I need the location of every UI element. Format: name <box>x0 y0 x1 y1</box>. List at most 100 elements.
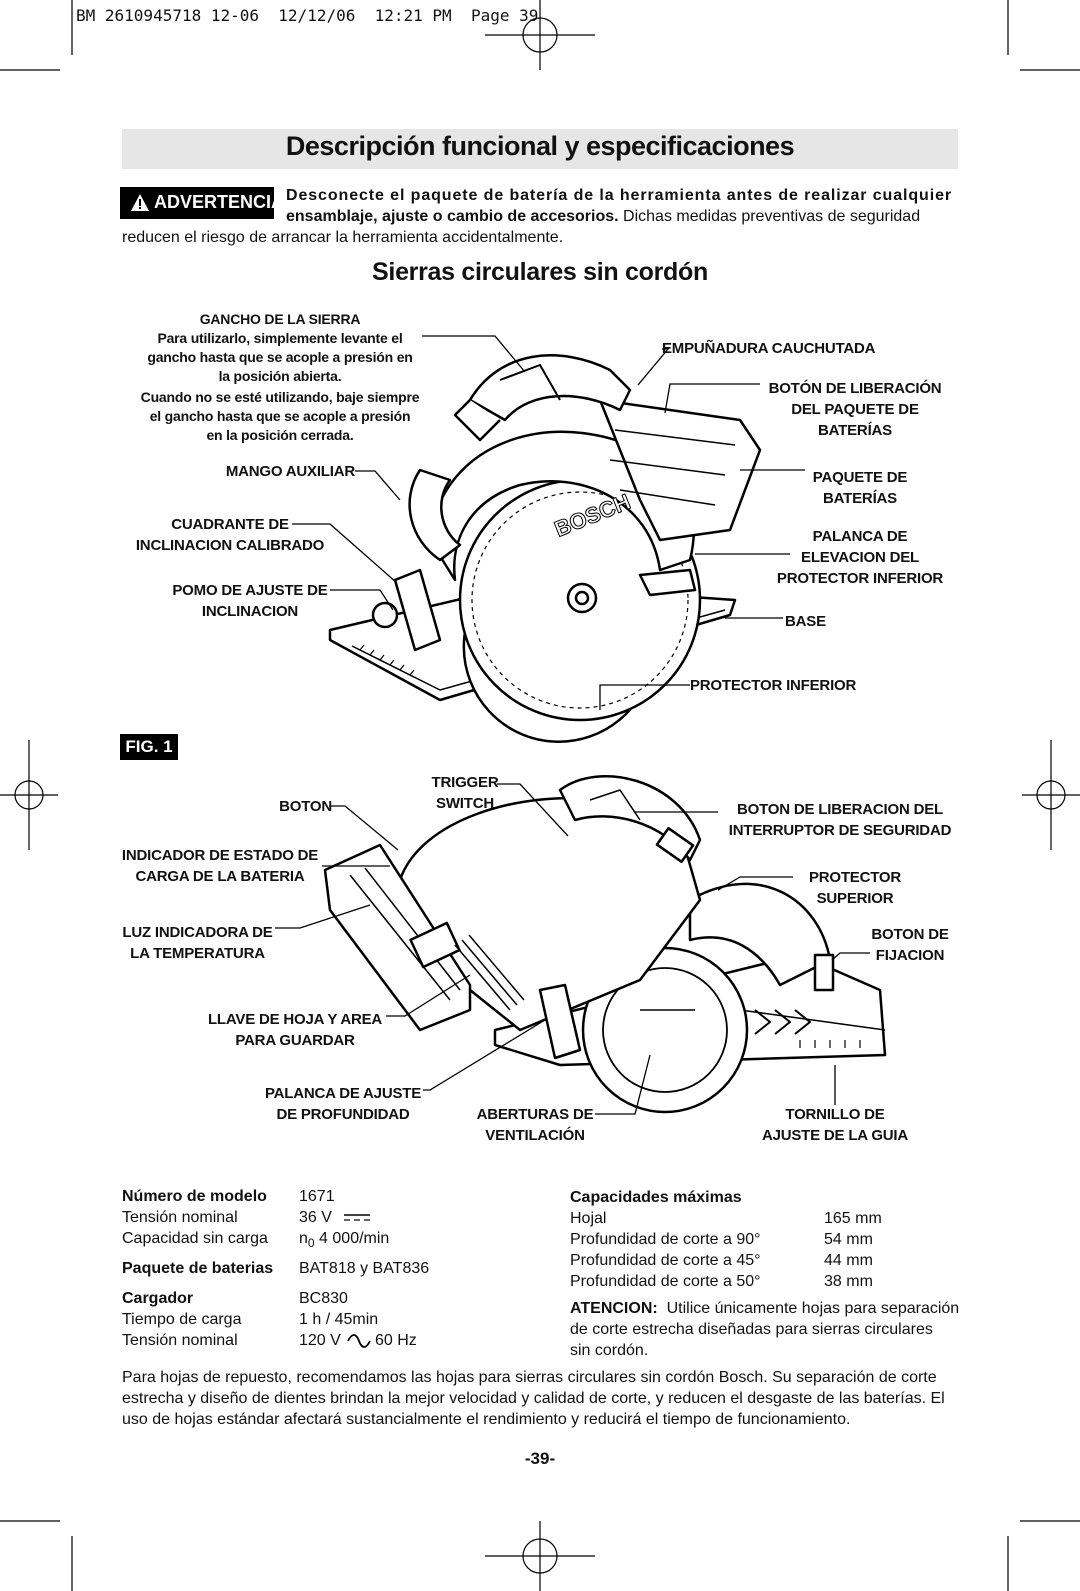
spec-value: 1 h / 45min <box>299 1311 379 1328</box>
footer-line-2: estrecha y diseño de dientes brindan la … <box>122 1390 945 1407</box>
label-boton: BOTON <box>279 798 332 815</box>
warning-line-1: Desconecte el paquete de batería de la h… <box>286 187 952 204</box>
label-aberturas-line: ABERTURAS DE <box>476 1106 594 1123</box>
capacity-value: 38 mm <box>824 1273 873 1290</box>
registration-mark-top <box>485 0 595 70</box>
label-gancho-line: gancho hasta que se acople a presión en <box>147 349 413 365</box>
capacity-label: Profundidad de corte a 50° <box>570 1273 761 1290</box>
label-aberturas: ABERTURAS DE VENTILACIÓN <box>470 1104 600 1146</box>
atencion-label: ATENCION: <box>570 1300 658 1317</box>
registration-mark-bottom <box>485 1521 595 1591</box>
label-palanca-prof-line: DE PROFUNDIDAD <box>276 1106 410 1123</box>
capacity-value: 54 mm <box>824 1231 873 1248</box>
label-boton-lib-int-line: BOTON DE LIBERACION DEL <box>737 801 943 818</box>
label-boton-fijacion: BOTON DE FIJACION <box>865 924 955 966</box>
label-palanca-line: ELEVACION DEL <box>801 549 919 566</box>
footer-line-3: uso de hojas estándar afectará sustancia… <box>122 1411 851 1428</box>
label-llave: LLAVE DE HOJA Y AREA PARA GUARDAR <box>200 1009 390 1051</box>
warning-line-3: reducen el riesgo de arrancar la herrami… <box>122 229 564 246</box>
page-number: -39- <box>524 1449 556 1468</box>
spec-value: 120 V <box>299 1332 341 1349</box>
spec-value: 4 000/min <box>319 1230 390 1247</box>
spec-label: Tensión nominal <box>122 1209 238 1226</box>
saw-illustration-bottom <box>323 775 887 1114</box>
label-boton-liberacion-line: DEL PAQUETE DE <box>791 401 919 418</box>
label-indicador-line: CARGA DE LA BATERIA <box>135 868 305 885</box>
label-gancho-line: el gancho hasta que se acople a presión <box>149 408 411 424</box>
section-title-bar <box>122 129 958 169</box>
label-protector-superior: PROTECTOR SUPERIOR <box>795 867 915 909</box>
capacity-label: Profundidad de corte a 45° <box>570 1252 761 1269</box>
label-boton-liberacion: BOTÓN DE LIBERACIÓN DEL PAQUETE DE BATER… <box>755 378 955 441</box>
label-llave-line: LLAVE DE HOJA Y AREA <box>207 1011 383 1028</box>
subtitle: Sierras circulares sin cordón <box>372 258 708 286</box>
spec-value: 1671 <box>299 1188 335 1205</box>
label-llave-line: PARA GUARDAR <box>235 1032 355 1049</box>
label-boton-liberacion-line: BATERÍAS <box>818 422 892 439</box>
label-pomo-line: POMO DE AJUSTE DE <box>172 582 328 599</box>
label-pomo-line: INCLINACION <box>201 603 299 620</box>
atencion-line-3: sin cordón. <box>570 1342 649 1359</box>
saw-illustration-top: BOSCH <box>328 354 762 743</box>
label-palanca-prof-line: PALANCA DE AJUSTE <box>264 1085 422 1102</box>
label-protector-sup-line: PROTECTOR <box>808 869 902 886</box>
spec-value-speed: n0 4 000/min <box>299 1228 389 1254</box>
capacity-label: Hojal <box>570 1210 607 1227</box>
label-gancho: GANCHO DE LA SIERRA Para utilizarlo, sim… <box>130 310 430 445</box>
capacidades-title: Capacidades máximas <box>570 1189 742 1206</box>
label-tornillo-line: TORNILLO DE <box>785 1106 885 1123</box>
capacity-label: Profundidad de corte a 90° <box>570 1231 761 1248</box>
print-header: BM 2610945718 12-06 12/12/06 12:21 PM Pa… <box>76 6 539 25</box>
label-gancho-line: Cuando no se esté utilizando, baje siemp… <box>140 389 420 405</box>
label-tornillo: TORNILLO DE AJUSTE DE LA GUIA <box>750 1104 920 1146</box>
label-luz-line: LUZ INDICADORA DE <box>122 924 273 941</box>
label-pomo: POMO DE AJUSTE DE INCLINACION <box>160 580 340 622</box>
dc-symbol-icon <box>344 1214 370 1221</box>
warning-line-2-rest: Dichas medidas preventivas de seguridad <box>618 208 921 225</box>
label-indicador: INDICADOR DE ESTADO DE CARGA DE LA BATER… <box>110 845 330 887</box>
label-aberturas-line: VENTILACIÓN <box>485 1127 585 1144</box>
label-cuadrante-line: CUADRANTE DE <box>171 516 289 533</box>
spec-label: Paquete de baterias <box>122 1260 274 1277</box>
warning-badge-label: ADVERTENCIA <box>154 192 285 212</box>
label-mango-auxiliar: MANGO AUXILIAR <box>225 463 355 480</box>
label-trigger: TRIGGER SWITCH <box>420 772 510 814</box>
label-trigger-line: TRIGGER <box>431 774 499 791</box>
spec-value: BAT818 y BAT836 <box>299 1260 430 1277</box>
spec-label: Tiempo de carga <box>122 1311 242 1328</box>
label-gancho-line: en la posición cerrada. <box>206 427 354 443</box>
label-boton-liberacion-interruptor: BOTON DE LIBERACION DEL INTERRUPTOR DE S… <box>720 799 960 841</box>
spec-value-prefix: n <box>299 1230 308 1247</box>
spec-label: Tensión nominal <box>122 1332 238 1349</box>
atencion-line-1: ATENCION: Utilice únicamente hojas para … <box>570 1298 960 1319</box>
label-gancho-title: GANCHO DE LA SIERRA <box>199 311 361 327</box>
registration-mark-left <box>0 740 58 850</box>
atencion-line-2: de corte estrecha diseñadas para sierras… <box>570 1321 933 1338</box>
label-protector-sup-line: SUPERIOR <box>816 890 894 907</box>
label-boton-lib-int-line: INTERRUPTOR DE SEGURIDAD <box>728 822 952 839</box>
warning-line-2: ensamblaje, ajuste o cambio de accesorio… <box>286 206 966 227</box>
label-boton-fij-line: FIJACION <box>875 947 945 964</box>
footer-line-1: Para hojas de repuesto, recomendamos las… <box>122 1369 937 1386</box>
label-empunadura: EMPUÑADURA CAUCHUTADA <box>662 340 876 357</box>
label-palanca-elevacion: PALANCA DE ELEVACION DEL PROTECTOR INFER… <box>760 526 960 589</box>
label-cuadrante-line: INCLINACION CALIBRADO <box>135 537 325 554</box>
atencion-text: Utilice únicamente hojas para separación <box>657 1300 960 1317</box>
spec-value-voltage: 120 V <box>299 1330 341 1351</box>
warning-triangle-icon <box>131 194 149 211</box>
label-cuadrante: CUADRANTE DE INCLINACION CALIBRADO <box>130 514 330 556</box>
label-boton-fij-line: BOTON DE <box>871 926 949 943</box>
warning-badge: ADVERTENCIA <box>120 187 284 219</box>
label-indicador-line: INDICADOR DE ESTADO DE <box>121 847 319 864</box>
label-gancho-line: Para utilizarlo, simplemente levante el <box>157 330 403 346</box>
ac-symbol-icon <box>347 1334 371 1348</box>
label-trigger-line: SWITCH <box>436 795 494 812</box>
warning-line-2-bold: ensamblaje, ajuste o cambio de accesorio… <box>286 208 619 225</box>
spec-value: 36 V <box>299 1209 332 1226</box>
label-luz: LUZ INDICADORA DE LA TEMPERATURA <box>115 922 280 964</box>
label-boton-liberacion-line: BOTÓN DE LIBERACIÓN <box>768 380 942 397</box>
label-palanca-line: PROTECTOR INFERIOR <box>776 570 944 587</box>
label-protector-inferior: PROTECTOR INFERIOR <box>690 677 857 694</box>
label-paquete: PAQUETE DE BATERÍAS <box>790 467 930 509</box>
